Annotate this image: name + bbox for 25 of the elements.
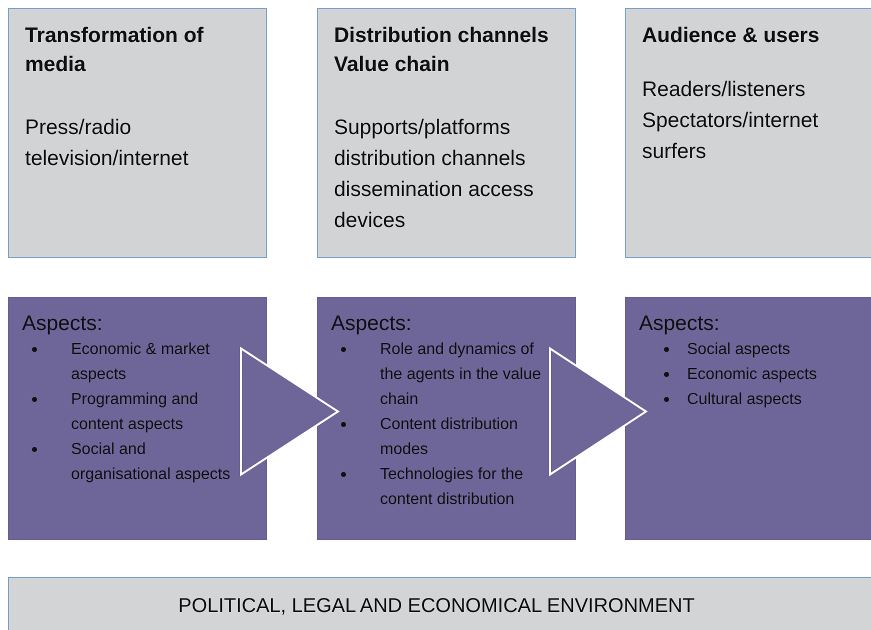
list-item-text: Content distribution modes <box>380 415 519 460</box>
box-body-text: Press/radio television/internet <box>25 115 190 172</box>
category-box <box>317 8 576 258</box>
box-heading: Distribution channels Value chain <box>334 23 550 78</box>
box-body-text: Supports/platforms distribution channels dissemination access devices <box>334 115 535 234</box>
environment-band <box>8 577 871 630</box>
list-item-text: Cultural aspects <box>687 390 803 410</box>
aspects-heading: Aspects: <box>331 311 413 337</box>
category-box <box>8 8 267 258</box>
list-item-text: Programming and content aspects <box>71 390 200 435</box>
chevron-arrow <box>240 346 340 476</box>
category-box <box>625 8 871 258</box>
box-heading: Audience & users <box>642 23 820 49</box>
box-body-text: Readers/listeners Spectators/internet surfers <box>642 77 820 165</box>
list-item-text: Social and organisational aspects <box>71 440 232 485</box>
list-item-text: Role and dynamics of the agents in the value chain <box>380 340 542 410</box>
list-item-text: Economic aspects <box>687 365 818 385</box>
list-item-text: Social aspects <box>687 340 792 360</box>
aspects-heading: Aspects: <box>639 311 721 337</box>
box-heading: Transformation of media <box>25 23 205 78</box>
list-item-text: Economic & market aspects <box>71 340 211 385</box>
list-item-text: Technologies for the content distribution <box>380 465 524 510</box>
aspects-heading: Aspects: <box>22 311 104 337</box>
chevron-arrow <box>549 346 648 476</box>
band-text: POLITICAL, LEGAL AND ECONOMICAL ENVIRONMENT <box>177 594 696 619</box>
